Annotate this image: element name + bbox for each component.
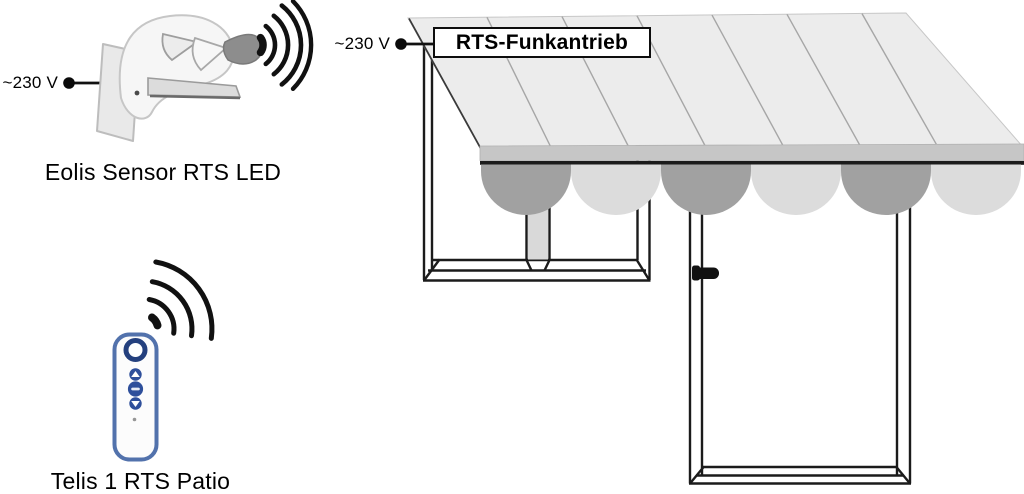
door-illustration xyxy=(688,206,912,485)
power-connector-dot xyxy=(63,77,75,89)
remote-my-button xyxy=(127,381,144,397)
anemometer-cup xyxy=(191,36,228,72)
door-handle xyxy=(692,265,719,281)
window-mullion xyxy=(528,200,548,260)
sensor-body xyxy=(118,14,235,120)
radio-waves-icon xyxy=(146,259,215,341)
sensor-led xyxy=(134,90,140,96)
anemometer-cup xyxy=(161,32,200,62)
sensor-name-label: Eolis Sensor RTS LED xyxy=(44,159,282,185)
canopy-left-edge xyxy=(408,18,482,150)
remote-body xyxy=(112,332,159,462)
power-connector-dot xyxy=(395,38,407,50)
sensor-illustration xyxy=(96,14,263,142)
rts-funkantrieb-box: RTS-Funkantrieb xyxy=(433,27,651,58)
awning-valance xyxy=(481,164,1021,215)
sensor-power-label: ~230 V xyxy=(2,73,58,92)
remote-up-button xyxy=(129,368,142,381)
awning-power-label: ~230 V xyxy=(334,34,390,53)
remote-down-button xyxy=(129,397,142,410)
anemometer-cup-dark xyxy=(222,33,263,65)
telis-remote-illustration xyxy=(112,332,159,462)
front-bar-line xyxy=(480,161,1024,165)
remote-led xyxy=(132,417,137,422)
sensor-power-connector xyxy=(63,77,100,89)
remote-name-label: Telis 1 RTS Patio xyxy=(50,468,231,494)
awning-power-connector xyxy=(395,38,437,50)
radio-waves-icon xyxy=(256,0,314,91)
awning-front-bar xyxy=(479,143,1024,161)
window-illustration xyxy=(422,45,651,282)
remote-ring xyxy=(123,338,148,362)
